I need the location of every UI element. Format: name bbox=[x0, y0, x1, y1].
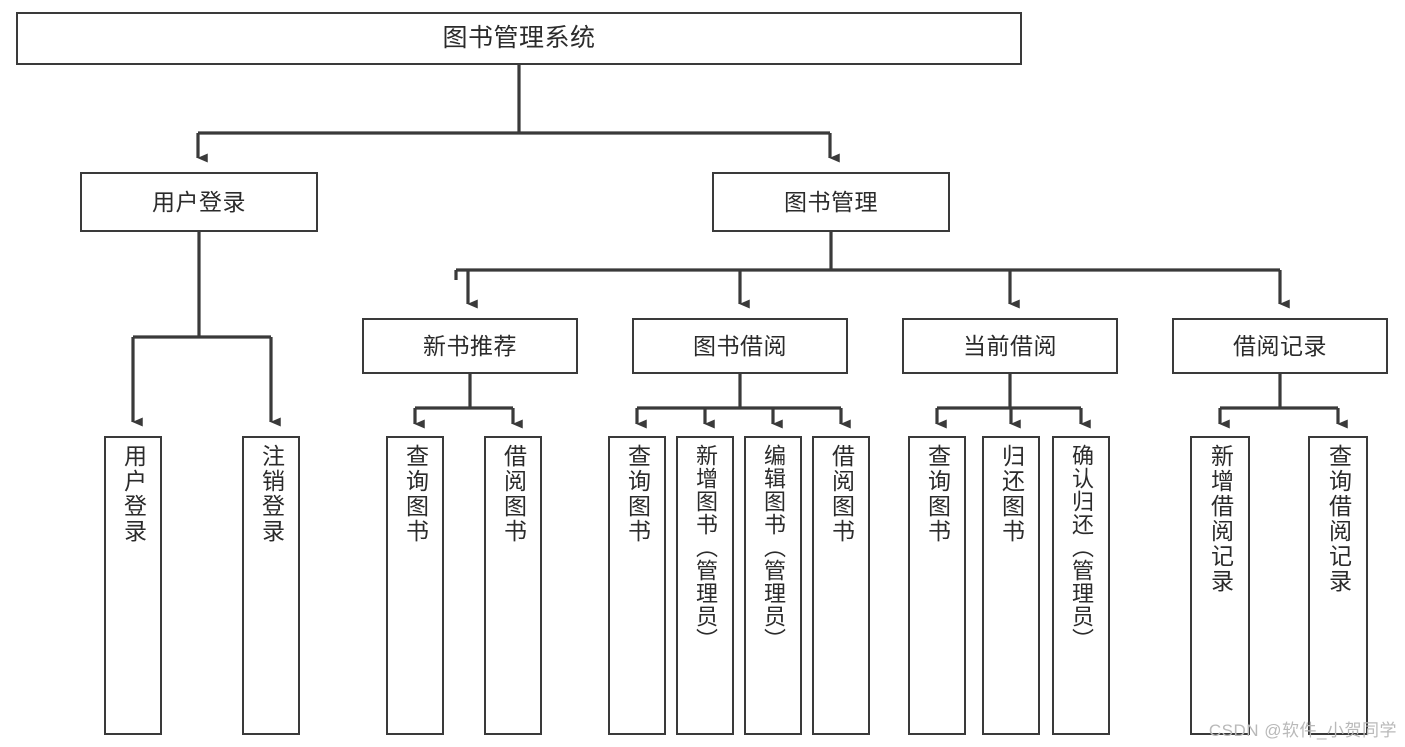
node-leaf-add-book[interactable]: 新增图书（管理员） bbox=[676, 436, 734, 735]
node-leaf-add-borrow-record[interactable]: 新增借阅记录 bbox=[1190, 436, 1250, 735]
node-label: 注销登录 bbox=[258, 444, 285, 544]
node-label: 新书推荐 bbox=[423, 332, 517, 359]
node-label: 用户登录 bbox=[120, 444, 147, 544]
node-leaf-user-login[interactable]: 用户登录 bbox=[104, 436, 162, 735]
node-leaf-confirm-return[interactable]: 确认归还（管理员） bbox=[1052, 436, 1110, 735]
node-label: 查询图书 bbox=[924, 444, 951, 544]
node-label: 图书管理系统 bbox=[442, 24, 596, 53]
csdn-watermark: CSDN @软件_小贺同学 bbox=[1208, 721, 1397, 740]
node-leaf-borrow-book[interactable]: 借阅图书 bbox=[812, 436, 870, 735]
node-root-system[interactable]: 图书管理系统 bbox=[16, 12, 1022, 65]
node-label: 借阅图书 bbox=[828, 444, 855, 544]
node-book-borrow[interactable]: 图书借阅 bbox=[632, 318, 848, 374]
node-leaf-borrow-book-recommend[interactable]: 借阅图书 bbox=[484, 436, 542, 735]
node-current-borrow[interactable]: 当前借阅 bbox=[902, 318, 1118, 374]
node-leaf-edit-book[interactable]: 编辑图书（管理员） bbox=[744, 436, 802, 735]
node-label: 查询借阅记录 bbox=[1325, 444, 1352, 594]
node-label: 用户登录 bbox=[152, 188, 246, 215]
node-user-login[interactable]: 用户登录 bbox=[80, 172, 318, 232]
node-label: 归还图书 bbox=[998, 444, 1025, 544]
node-label: 借阅记录 bbox=[1233, 332, 1327, 359]
node-leaf-query-book-borrow[interactable]: 查询图书 bbox=[608, 436, 666, 735]
node-book-management[interactable]: 图书管理 bbox=[712, 172, 950, 232]
node-label: 借阅图书 bbox=[500, 444, 527, 544]
node-label: 新增图书（管理员） bbox=[693, 444, 718, 651]
node-leaf-logout[interactable]: 注销登录 bbox=[242, 436, 300, 735]
node-label: 确认归还（管理员） bbox=[1069, 444, 1094, 651]
node-label: 图书管理 bbox=[784, 188, 878, 215]
node-leaf-query-book-current[interactable]: 查询图书 bbox=[908, 436, 966, 735]
node-label: 编辑图书（管理员） bbox=[761, 444, 786, 651]
node-leaf-return-book[interactable]: 归还图书 bbox=[982, 436, 1040, 735]
node-borrow-record[interactable]: 借阅记录 bbox=[1172, 318, 1388, 374]
node-leaf-query-borrow-record[interactable]: 查询借阅记录 bbox=[1308, 436, 1368, 735]
node-label: 查询图书 bbox=[402, 444, 429, 544]
node-label: 新增借阅记录 bbox=[1207, 444, 1234, 594]
node-label: 当前借阅 bbox=[963, 332, 1057, 359]
node-label: 查询图书 bbox=[624, 444, 651, 544]
node-new-book-recommend[interactable]: 新书推荐 bbox=[362, 318, 578, 374]
node-leaf-query-book-recommend[interactable]: 查询图书 bbox=[386, 436, 444, 735]
node-label: 图书借阅 bbox=[693, 332, 787, 359]
